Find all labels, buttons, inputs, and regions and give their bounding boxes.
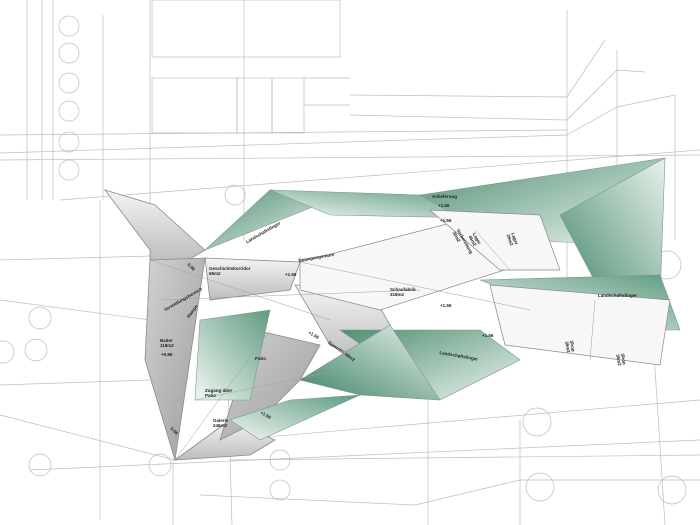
- label-shop-b: Shop 35m2: [615, 353, 627, 367]
- label-level-baiter: +0.86: [161, 352, 173, 357]
- label-patio: Patio: [255, 356, 267, 361]
- label-level-top: +1.56: [440, 218, 452, 223]
- trees: [0, 15, 687, 505]
- label-zugang: Zugang über Patio: [205, 388, 233, 398]
- label-level-korridor: +1.56: [285, 272, 297, 277]
- label-schaufabrik: Schaufabrik 318m2: [390, 287, 416, 297]
- inner-lines: [149, 229, 596, 461]
- label-level-schaufabrik: +1.56: [440, 303, 452, 308]
- label-anlieferung: Anlieferung: [432, 194, 458, 199]
- label-geschichtskorridor: Geschichtskorridor 66m2: [209, 266, 251, 276]
- label-level-anlieferung: +1.56: [438, 203, 450, 208]
- label-galerie: Galerie 246m2: [213, 418, 229, 428]
- label-shop-a: Shop 35m2: [564, 340, 576, 354]
- label-level-shop: +1.56: [482, 333, 494, 338]
- building-white: [299, 209, 671, 366]
- label-baiter: Baiter 118m2: [160, 338, 174, 348]
- label-landschaftsfinger-right: Landschaftsfinger: [598, 293, 638, 298]
